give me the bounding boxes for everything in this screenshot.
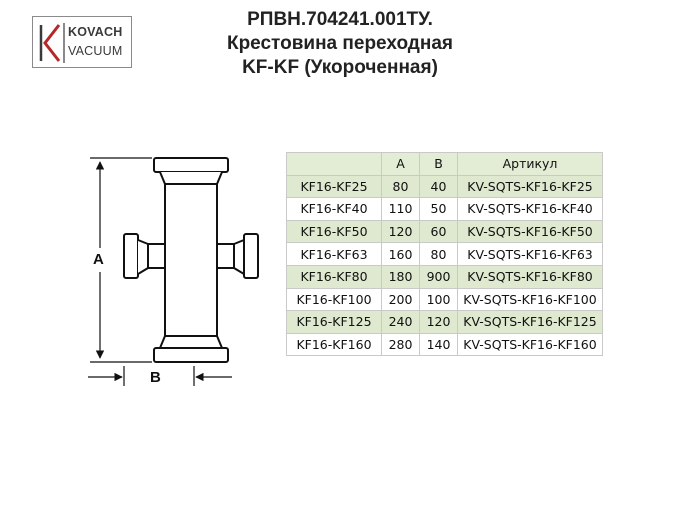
header-article: Артикул bbox=[457, 152, 603, 176]
cell-model: KF16-KF25 bbox=[286, 174, 382, 199]
cell-model: KF16-KF63 bbox=[286, 242, 382, 266]
cell-model: KF16-KF50 bbox=[286, 219, 382, 244]
cell-article: KV-SQTS-KF16-KF100 bbox=[457, 287, 603, 312]
cell-b: 900 bbox=[419, 264, 458, 289]
cross-fitting-body bbox=[123, 157, 259, 363]
cell-b: 140 bbox=[419, 332, 458, 357]
cell-article: KV-SQTS-KF16-KF160 bbox=[457, 332, 603, 357]
cell-b: 50 bbox=[419, 197, 458, 221]
right-flange bbox=[243, 233, 259, 279]
table-header-row: A B Артикул bbox=[286, 152, 603, 176]
right-branch-tube bbox=[216, 243, 235, 269]
table-row: KF16-KF125 240 120 KV-SQTS-KF16-KF125 bbox=[286, 310, 603, 334]
table-row: KF16-KF50 120 60 KV-SQTS-KF16-KF50 bbox=[286, 219, 603, 244]
cell-b: 100 bbox=[419, 287, 458, 312]
dimension-a bbox=[90, 157, 152, 363]
bottom-flange-taper bbox=[159, 335, 223, 349]
cross-fitting-drawing bbox=[88, 157, 259, 386]
cell-a: 180 bbox=[381, 264, 420, 289]
logo-divider bbox=[63, 23, 65, 63]
right-flange-taper bbox=[233, 239, 245, 275]
document-title: РПВН.704241.001ТУ. Крестовина переходная… bbox=[180, 8, 500, 80]
cell-b: 40 bbox=[419, 174, 458, 199]
cell-a: 110 bbox=[381, 197, 420, 221]
cell-article: KV-SQTS-KF16-KF40 bbox=[457, 197, 603, 221]
left-branch-tube bbox=[147, 243, 166, 269]
cell-a: 240 bbox=[381, 310, 420, 334]
kovach-k-logo-icon bbox=[39, 24, 61, 62]
table-row: KF16-KF40 110 50 KV-SQTS-KF16-KF40 bbox=[286, 197, 603, 221]
table-row: KF16-KF80 180 900 KV-SQTS-KF16-KF80 bbox=[286, 264, 603, 289]
cell-model: KF16-KF80 bbox=[286, 264, 382, 289]
cell-a: 200 bbox=[381, 287, 420, 312]
top-flange bbox=[153, 157, 229, 173]
specification-table: A B Артикул KF16-KF25 80 40 KV-SQTS-KF16… bbox=[286, 152, 603, 357]
table-row: KF16-KF25 80 40 KV-SQTS-KF16-KF25 bbox=[286, 174, 603, 199]
dimension-b bbox=[88, 366, 232, 386]
main-tube bbox=[164, 183, 218, 337]
dimension-b-label: B bbox=[150, 369, 161, 386]
title-code: РПВН.704241.001ТУ. bbox=[247, 9, 433, 30]
cell-b: 60 bbox=[419, 219, 458, 244]
top-flange-taper bbox=[159, 171, 223, 185]
cell-model: KF16-KF160 bbox=[286, 332, 382, 357]
table-row: KF16-KF160 280 140 KV-SQTS-KF16-KF160 bbox=[286, 332, 603, 357]
cell-a: 120 bbox=[381, 219, 420, 244]
left-flange bbox=[123, 233, 139, 279]
table-row: KF16-KF100 200 100 KV-SQTS-KF16-KF100 bbox=[286, 287, 603, 312]
company-logo: KOVACH VACUUM bbox=[32, 16, 132, 68]
cell-a: 80 bbox=[381, 174, 420, 199]
cell-model: KF16-KF100 bbox=[286, 287, 382, 312]
bottom-flange bbox=[153, 347, 229, 363]
cell-model: KF16-KF40 bbox=[286, 197, 382, 221]
logo-text-vacuum: VACUUM bbox=[68, 44, 123, 58]
title-name: Крестовина переходная bbox=[226, 33, 454, 54]
cell-article: KV-SQTS-KF16-KF50 bbox=[457, 219, 603, 244]
table-row: KF16-KF63 160 80 KV-SQTS-KF16-KF63 bbox=[286, 242, 603, 266]
cell-model: KF16-KF125 bbox=[286, 310, 382, 334]
cell-article: KV-SQTS-KF16-KF25 bbox=[457, 174, 603, 199]
cell-article: KV-SQTS-KF16-KF80 bbox=[457, 264, 603, 289]
cell-a: 160 bbox=[381, 242, 420, 266]
cell-a: 280 bbox=[381, 332, 420, 357]
left-flange-taper bbox=[137, 239, 149, 275]
header-model bbox=[286, 152, 382, 176]
logo-text-kovach: KOVACH bbox=[68, 25, 123, 39]
cell-b: 120 bbox=[419, 310, 458, 334]
cell-article: KV-SQTS-KF16-KF125 bbox=[457, 310, 603, 334]
title-type: KF-KF (Укороченная) bbox=[242, 57, 438, 78]
header-b: B bbox=[419, 152, 458, 176]
cell-b: 80 bbox=[419, 242, 458, 266]
cell-article: KV-SQTS-KF16-KF63 bbox=[457, 242, 603, 266]
dimension-a-label: A bbox=[93, 251, 104, 268]
header-a: A bbox=[381, 152, 420, 176]
